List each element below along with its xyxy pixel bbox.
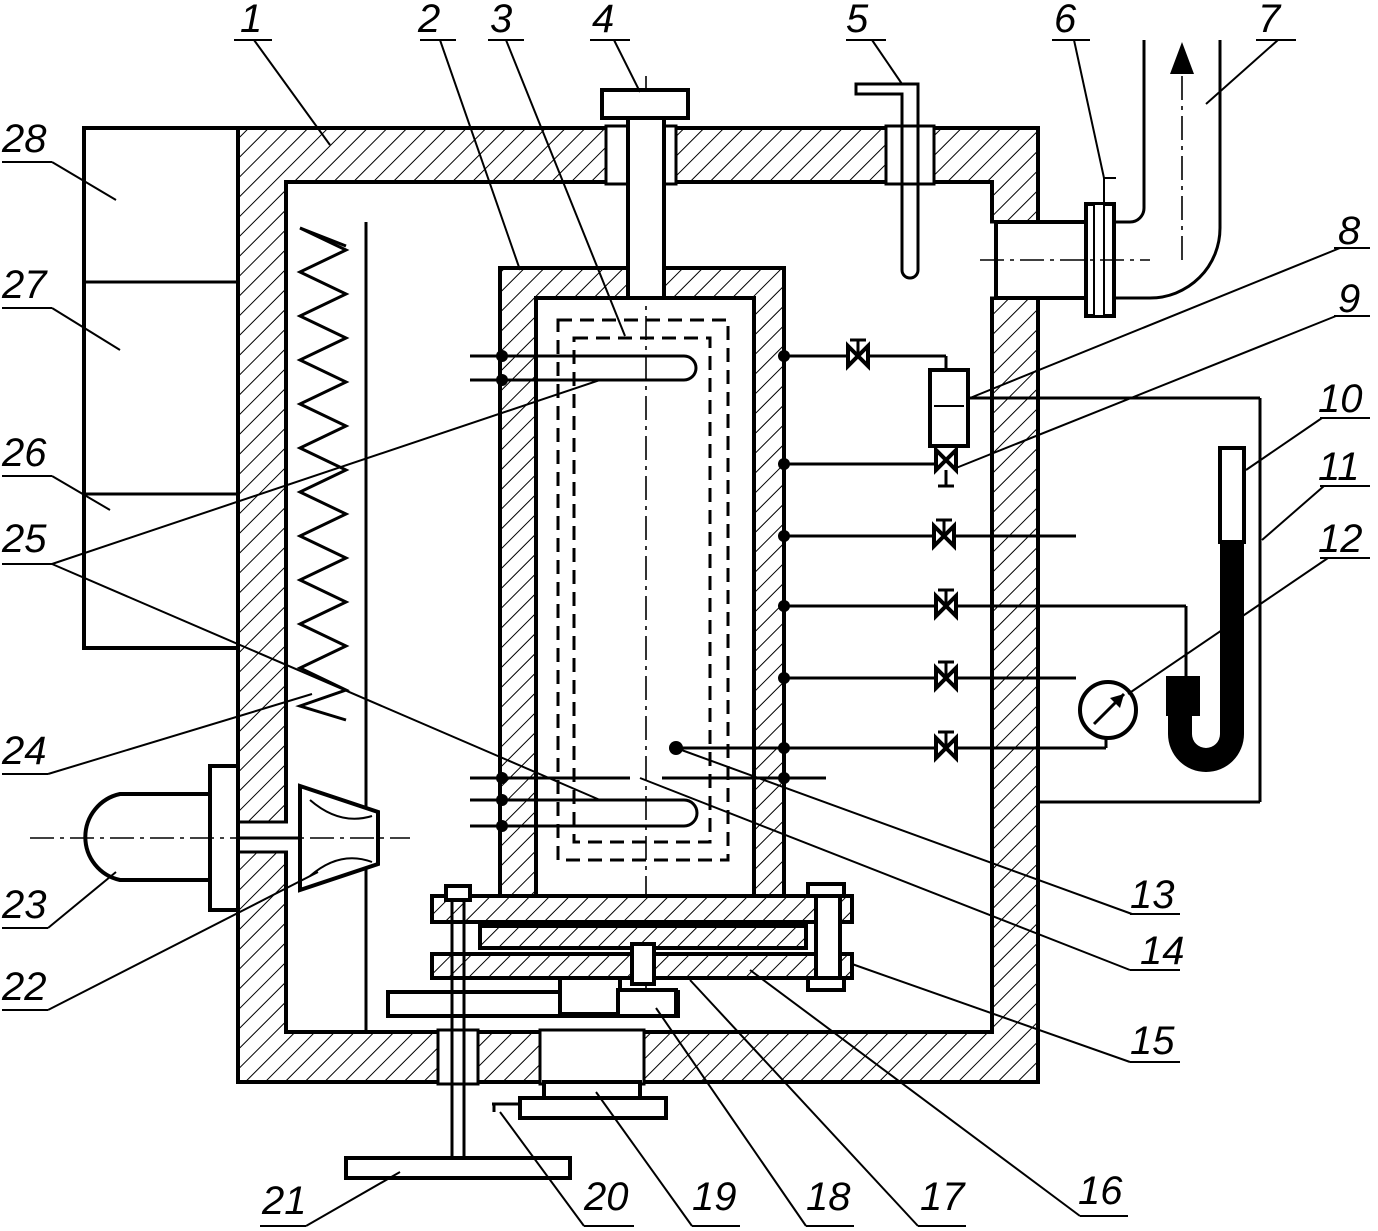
label-27: 27 [1, 263, 48, 307]
label-1: 1 [240, 0, 262, 41]
top-rod [600, 88, 690, 300]
label-14: 14 [1140, 929, 1185, 973]
label-17: 17 [920, 1175, 966, 1219]
label-5: 5 [846, 0, 869, 41]
label-15: 15 [1130, 1019, 1175, 1063]
label-26: 26 [1, 431, 47, 475]
label-11: 11 [1318, 445, 1360, 489]
u-tubes [470, 350, 946, 832]
label-10: 10 [1318, 377, 1363, 421]
thermometer [854, 82, 920, 280]
label-28: 28 [1, 117, 47, 161]
leader-lines [2, 39, 1370, 1227]
label-4: 4 [592, 0, 614, 41]
label-9: 9 [1338, 277, 1360, 321]
label-3: 3 [490, 0, 512, 41]
label-18: 18 [806, 1175, 851, 1219]
fan-motor [30, 764, 410, 912]
label-6: 6 [1054, 0, 1077, 41]
label-16: 16 [1078, 1169, 1123, 1213]
label-13: 13 [1130, 873, 1175, 917]
exhaust-pipe [980, 40, 1222, 318]
label-24: 24 [1, 729, 47, 773]
inner-chamber [498, 76, 786, 1010]
label-21: 21 [261, 1179, 307, 1223]
label-23: 23 [1, 883, 47, 927]
turntable [344, 882, 854, 1180]
label-25: 25 [1, 517, 47, 561]
label-20: 20 [583, 1175, 629, 1219]
label-7: 7 [1258, 0, 1282, 41]
pressure-gauge [1078, 680, 1138, 740]
heater-coil [295, 222, 368, 1032]
control-boxes [82, 126, 240, 650]
label-12: 12 [1318, 517, 1363, 561]
manometer [1166, 446, 1246, 772]
label-19: 19 [692, 1175, 737, 1219]
label-22: 22 [1, 965, 47, 1009]
valve-lines [778, 338, 1262, 804]
label-8: 8 [1338, 209, 1361, 253]
label-2: 2 [417, 0, 440, 41]
